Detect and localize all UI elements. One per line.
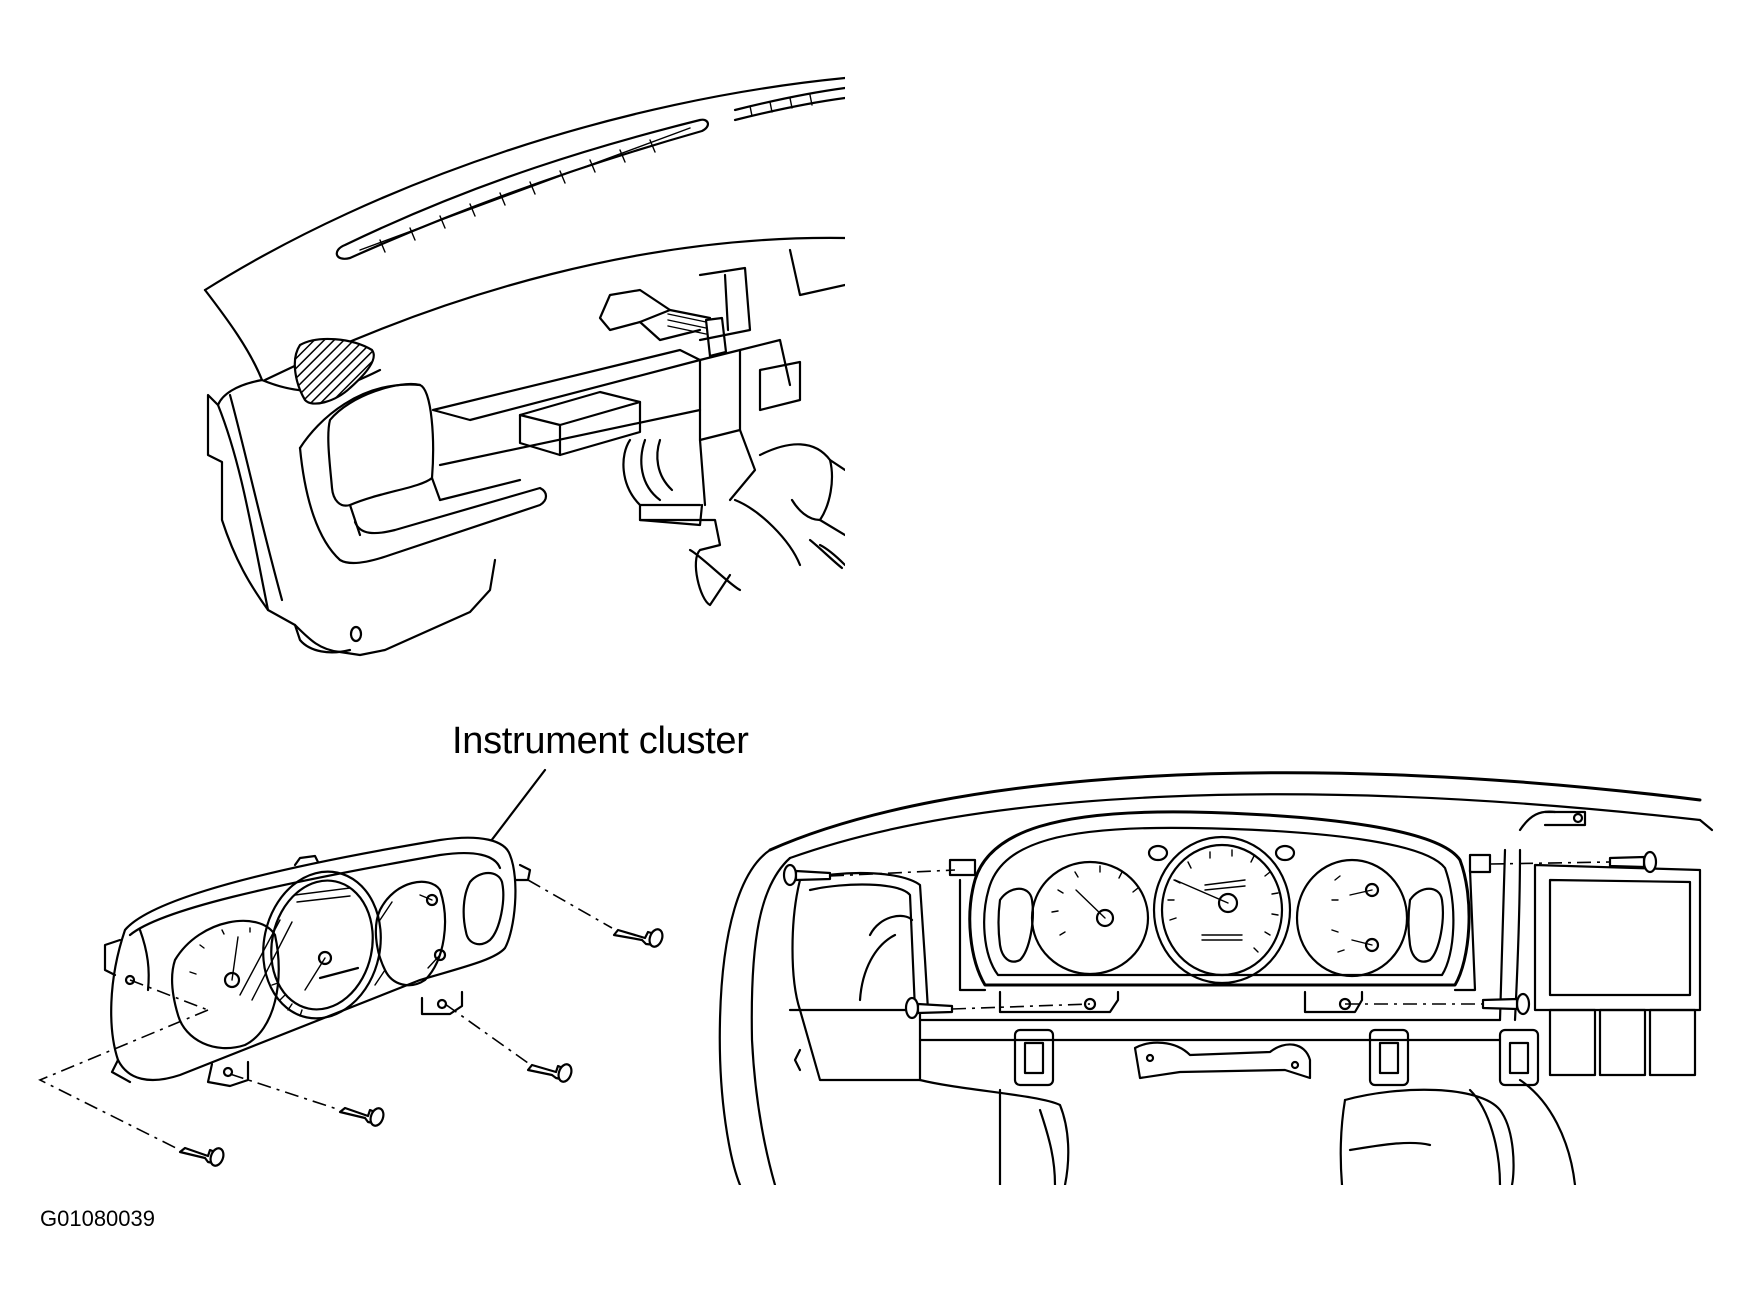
installed-cluster-view: [718, 771, 1714, 1185]
installed-screw-bottom-left: [904, 996, 954, 1020]
screw-3: [338, 1106, 385, 1127]
screw-1: [612, 928, 664, 948]
installed-gauge-speedometer: [1152, 835, 1292, 985]
steering-column: [622, 438, 845, 607]
installed-gauge-right: [1295, 858, 1409, 978]
installed-screw-top-right: [1608, 850, 1658, 874]
installed-gauge-left: [1030, 860, 1150, 976]
gauge-right-small: [374, 880, 447, 987]
installed-screw-top-left: [782, 863, 832, 887]
gauge-left-small: [171, 919, 280, 1050]
side-vent: [293, 337, 375, 405]
screw-2: [526, 1063, 573, 1083]
cluster-opening: [298, 383, 548, 564]
figure-id-label: G01080039: [40, 1206, 155, 1231]
installed-cluster-bezel: [958, 810, 1477, 992]
defroster-vent: [335, 86, 845, 260]
instrument-cluster-assembly: [38, 768, 664, 1167]
screw-4: [178, 1146, 225, 1167]
dashboard-overview: [203, 76, 845, 657]
instrument-cluster-label: Instrument cluster: [452, 720, 749, 762]
installed-screw-bottom-right: [1481, 992, 1531, 1016]
gauge-speedometer: [262, 870, 382, 1020]
